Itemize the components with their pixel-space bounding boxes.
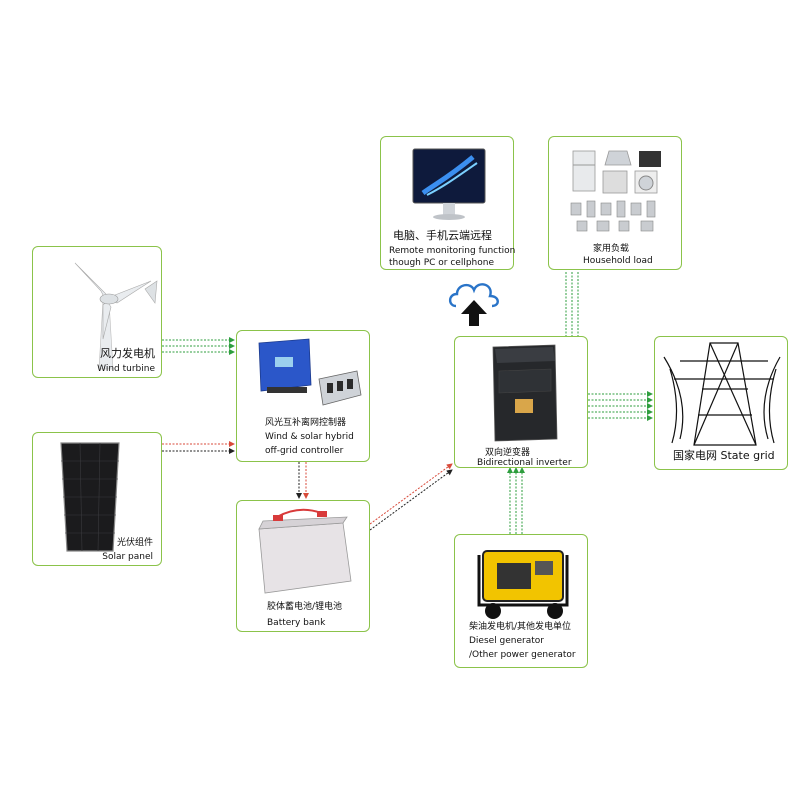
solar-panel-box: 光伏组件 Solar panel bbox=[32, 432, 162, 566]
inverter-icon bbox=[492, 344, 558, 442]
state-grid-label: 国家电网 State grid bbox=[673, 449, 775, 463]
controller-label-zh: 风光互补离网控制器 bbox=[265, 418, 347, 428]
appliances-icon bbox=[570, 150, 661, 232]
monitor-icon bbox=[412, 148, 486, 220]
generator-icon bbox=[477, 550, 569, 619]
wire-household-to-inverter bbox=[565, 272, 579, 336]
solar-panel-label-zh: 光伏组件 bbox=[116, 538, 153, 548]
wire-inverter-to-grid bbox=[588, 391, 653, 421]
wind-turbine-label-zh: 风力发电机 bbox=[100, 347, 155, 360]
wire-battery-to-inverter bbox=[369, 463, 453, 531]
cloud-icon bbox=[448, 283, 499, 308]
monitoring-box: 电脑、手机云端远程 Remote monitoring function tho… bbox=[380, 136, 516, 270]
state-grid-label-zh: 国家电网 bbox=[673, 449, 717, 462]
upload-arrow-icon bbox=[461, 300, 487, 326]
solar-panel-label-en: Solar panel bbox=[102, 552, 153, 562]
controller-box: 风光互补离网控制器 Wind & solar hybrid off-grid c… bbox=[236, 330, 370, 462]
wind-turbine-label-en: Wind turbine bbox=[97, 364, 155, 374]
inverter-box: 双向逆变器 Bidirectional inverter bbox=[454, 336, 588, 468]
household-label-en: Household load bbox=[583, 256, 653, 266]
solar-panel-icon bbox=[60, 442, 120, 552]
wind-turbine-box: 风力发电机 Wind turbine bbox=[32, 246, 162, 378]
monitoring-label-en1: Remote monitoring function bbox=[389, 246, 516, 256]
battery-label-zh: 胶体蓄电池/锂电池 bbox=[267, 602, 343, 612]
wire-generator-to-inverter bbox=[507, 467, 525, 534]
generator-label-zh: 柴油发电机/其他发电单位 bbox=[469, 622, 572, 632]
controller-icon bbox=[258, 338, 362, 406]
wire-wind-to-controller bbox=[162, 337, 235, 355]
battery-box: 胶体蓄电池/锂电池 Battery bank bbox=[236, 500, 370, 632]
power-tower-icon bbox=[663, 342, 781, 446]
generator-label-en2: /Other power generator bbox=[469, 650, 576, 660]
wire-controller-to-battery bbox=[296, 462, 309, 499]
inverter-label-en: Bidirectional inverter bbox=[477, 458, 572, 468]
controller-label-en2: off-grid controller bbox=[265, 446, 344, 456]
monitoring-label-zh: 电脑、手机云端远程 bbox=[393, 229, 492, 242]
battery-icon bbox=[258, 508, 352, 594]
inverter-label-zh: 双向逆变器 bbox=[485, 448, 531, 458]
controller-label-en1: Wind & solar hybrid bbox=[265, 432, 354, 442]
household-box: 家用负载 Household load bbox=[548, 136, 682, 270]
generator-label-en1: Diesel generator bbox=[469, 636, 544, 646]
wind-turbine-icon bbox=[74, 262, 158, 370]
wire-solar-to-controller bbox=[162, 441, 235, 454]
battery-label-en: Battery bank bbox=[267, 618, 326, 628]
monitoring-label-en2: though PC or cellphone bbox=[389, 258, 495, 268]
state-grid-label-en: State grid bbox=[720, 449, 775, 462]
household-label-zh: 家用负载 bbox=[593, 244, 630, 254]
state-grid-box: 国家电网 State grid bbox=[654, 336, 788, 470]
generator-box: 柴油发电机/其他发电单位 Diesel generator /Other pow… bbox=[454, 534, 588, 668]
